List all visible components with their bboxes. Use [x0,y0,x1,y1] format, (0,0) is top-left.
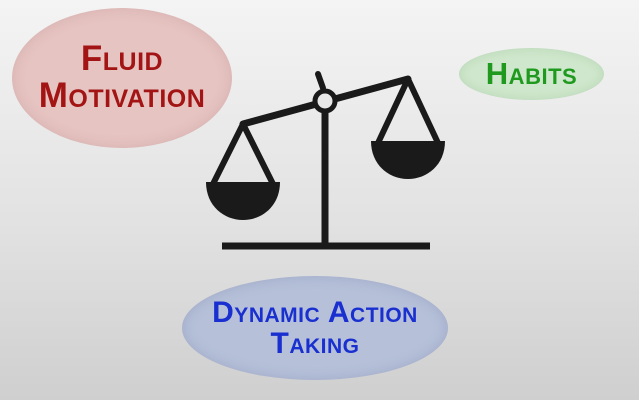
right-pan-string-right [405,76,441,146]
dynamic-action-node: Dynamic Action Taking [182,276,448,380]
left-pan [206,182,280,220]
dynamic-action-line1: Dynamic Action [212,295,418,329]
left-pan-string-right [240,121,276,187]
left-pan-string-left [210,121,246,187]
habits-node: Habits [459,48,604,100]
habits-label: Habits [485,55,578,91]
right-pan-string-left [375,76,411,146]
fluid-motivation-line2: Motivation [38,76,206,115]
scale-pivot [312,88,338,114]
right-pan [371,141,445,179]
scale-tip [315,71,326,91]
dynamic-action-line2: Taking [270,327,360,360]
fluid-motivation-line1: Fluid [80,39,164,79]
fluid-motivation-node: Fluid Motivation [12,8,232,148]
